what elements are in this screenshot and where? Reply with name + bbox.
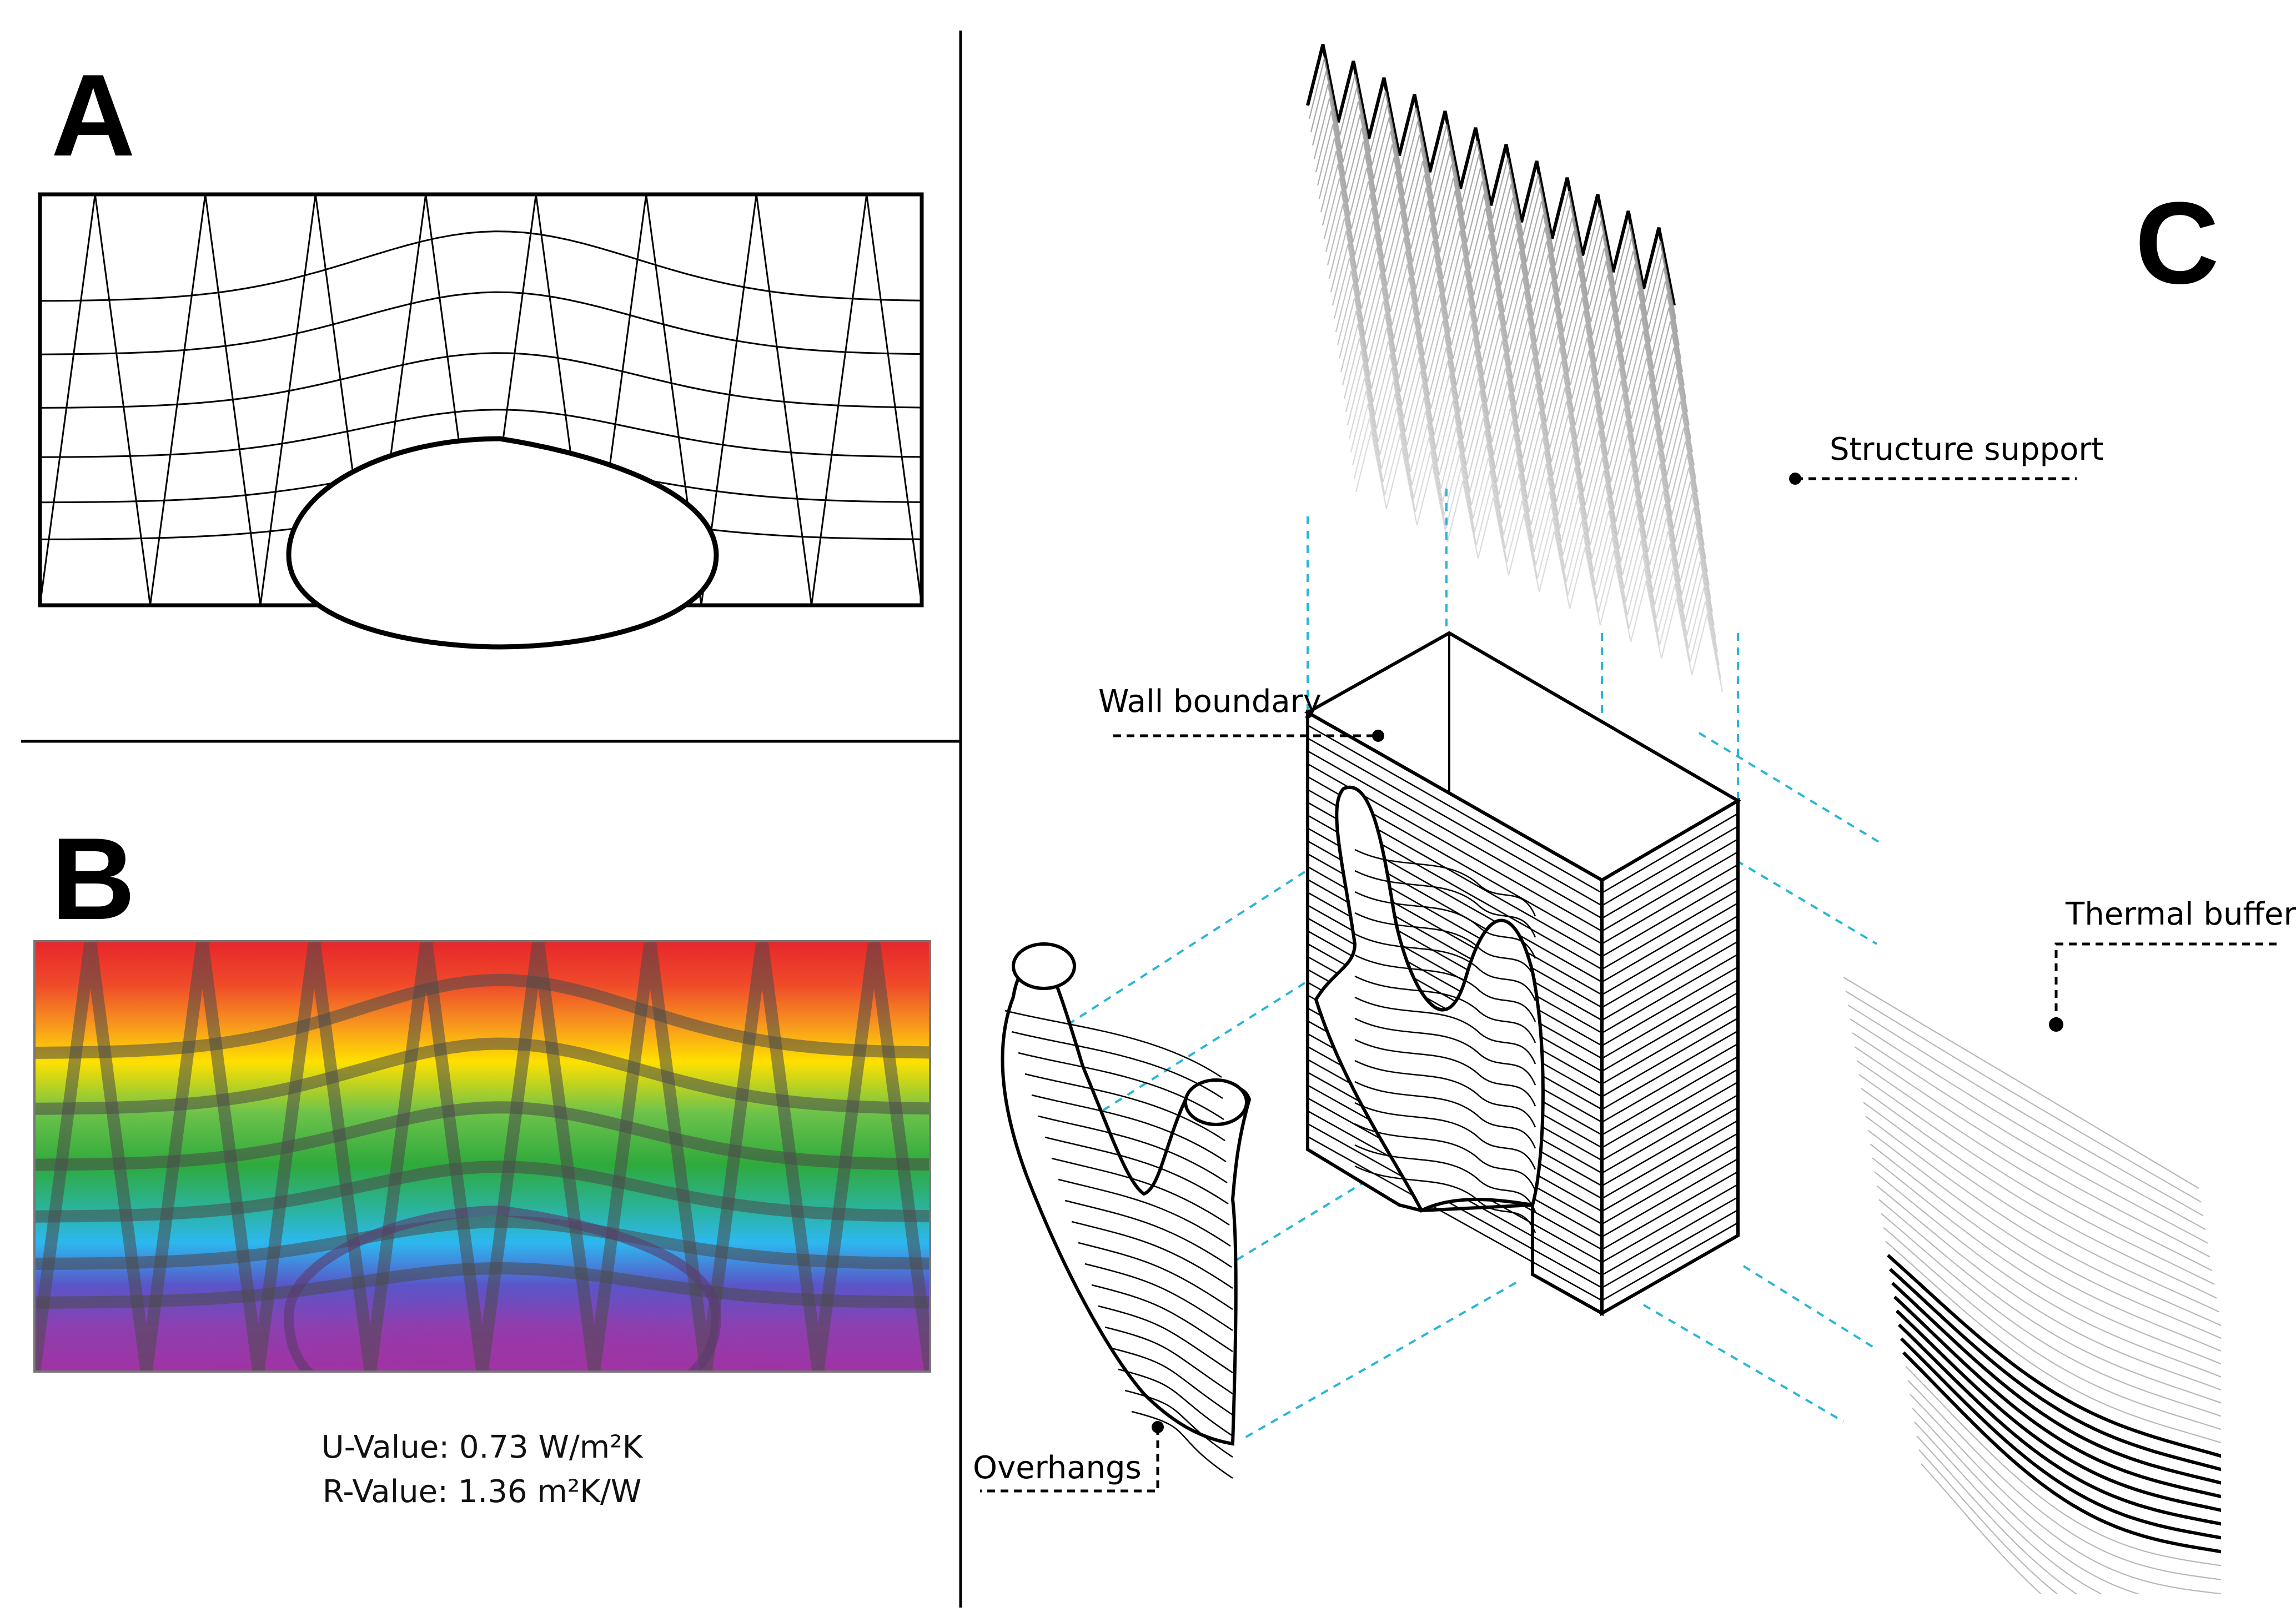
callout-structure-support: Structure support: [1789, 431, 2103, 485]
panel-a-opening: [286, 436, 719, 650]
r-value-label: R-Value: 1.36 m²K/W: [323, 1474, 641, 1510]
callout-wall-boundary: Wall boundary: [1098, 684, 1384, 742]
wall-carved-profile: [1314, 785, 1545, 1213]
overhang-contours: [1004, 1010, 1233, 1479]
panel-b-lattice: [34, 941, 930, 1372]
projection-lines: [1054, 489, 1883, 1439]
structure-support-label: Structure support: [1830, 431, 2103, 468]
wall-boundary-box: [1304, 631, 1741, 1317]
overhangs-label: Overhangs: [973, 1450, 1142, 1486]
panel-a-letter: A: [51, 50, 135, 180]
overhang-outline: [1001, 953, 1252, 1446]
callout-thermal-buffer: Thermal buffer: [2049, 896, 2296, 1032]
thermal-buffer-strands: [1843, 977, 2221, 1594]
panel-c-letter: C: [2135, 178, 2219, 308]
panel-a-grid: [38, 192, 924, 650]
wall-right-face-lines: [1601, 812, 1739, 1302]
callout-overhangs: Overhangs: [973, 1421, 1164, 1493]
panel-a-lattice: [39, 194, 923, 606]
panel-b-frame: [33, 940, 931, 1373]
thermal-buffer-label: Thermal buffer: [2065, 896, 2296, 932]
wall-boundary-label: Wall boundary: [1098, 684, 1322, 720]
panel-b-letter: B: [51, 813, 135, 944]
overhang-tube-top-right: [1184, 1078, 1248, 1126]
overhangs-form: [1001, 942, 1252, 1479]
wall-carved-contours: [1354, 848, 1536, 1233]
panel-b-opening-outline: [283, 1205, 722, 1372]
overhang-tube-top-left: [1012, 942, 1076, 990]
u-value-label: U-Value: 0.73 W/m²K: [321, 1429, 644, 1465]
structure-support-lattice: [1306, 44, 1724, 692]
panel-b-thermal-map: [34, 941, 930, 1372]
callout-dot: [1372, 730, 1384, 742]
